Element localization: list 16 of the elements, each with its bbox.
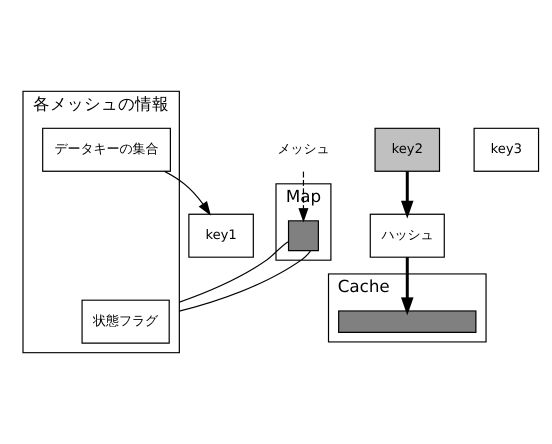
node-box: key1: [188, 214, 254, 258]
arrow: [401, 258, 414, 316]
node-box: データキーの集合: [42, 128, 171, 172]
node-text: メッシュ: [277, 142, 330, 158]
node-box: key2: [374, 128, 440, 172]
connector: [179, 241, 288, 303]
arrow: [298, 172, 308, 222]
node-box: key3: [474, 128, 540, 172]
node-box: ハッシュ: [370, 214, 445, 258]
node-bar: [338, 310, 476, 333]
cluster: Cache: [328, 273, 487, 343]
cluster: Map: [275, 183, 332, 261]
node-box: 状態フラグ: [81, 300, 170, 344]
arrow: [164, 170, 211, 216]
arrow: [401, 172, 414, 219]
node-box: [288, 220, 319, 252]
